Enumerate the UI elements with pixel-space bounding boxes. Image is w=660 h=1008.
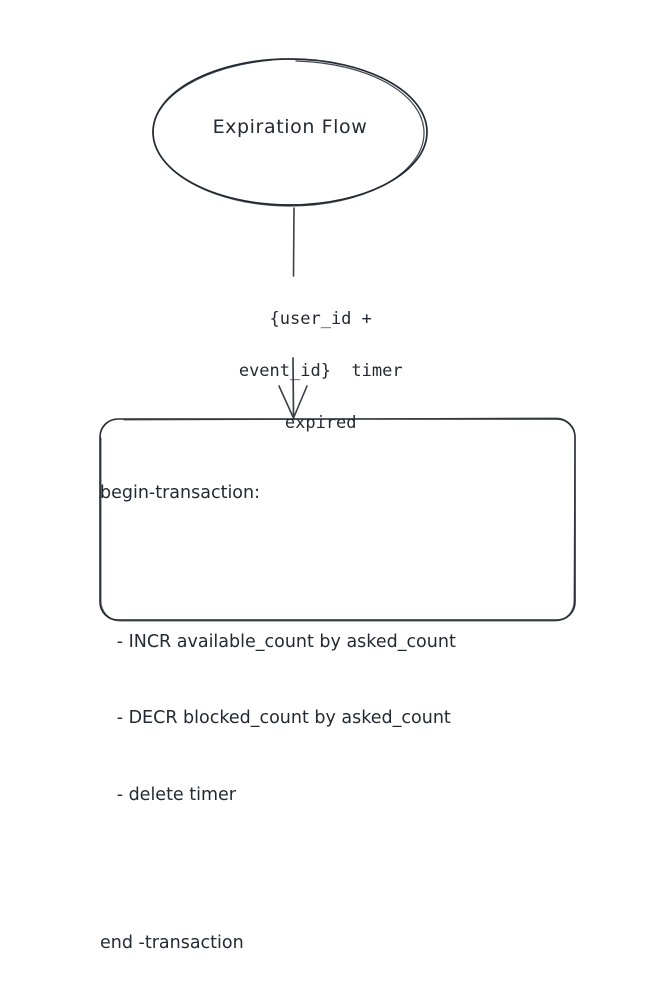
ellipse-outline-secondary — [152, 59, 425, 207]
diagram-canvas: Expiration Flow {user_id + event_id} tim… — [99, 58, 576, 953]
arrowhead-left-barb — [278, 385, 295, 419]
sketch-strokes-layer — [99, 58, 576, 622]
edge-line-upper — [292, 207, 295, 277]
edge-line-lower — [292, 357, 295, 418]
edge-start-to-transaction[interactable] — [278, 207, 308, 419]
arrowhead-right-barb — [292, 385, 308, 419]
box-outline-secondary — [100, 417, 576, 622]
line-blank-bottom — [100, 859, 575, 880]
rounded-box-node-transaction[interactable] — [99, 417, 576, 622]
box-outline-primary — [99, 418, 576, 621]
line-end-transaction: end -transaction — [100, 933, 244, 953]
ellipse-node-start[interactable] — [152, 58, 428, 207]
line-delete-timer: - delete timer — [100, 784, 236, 805]
